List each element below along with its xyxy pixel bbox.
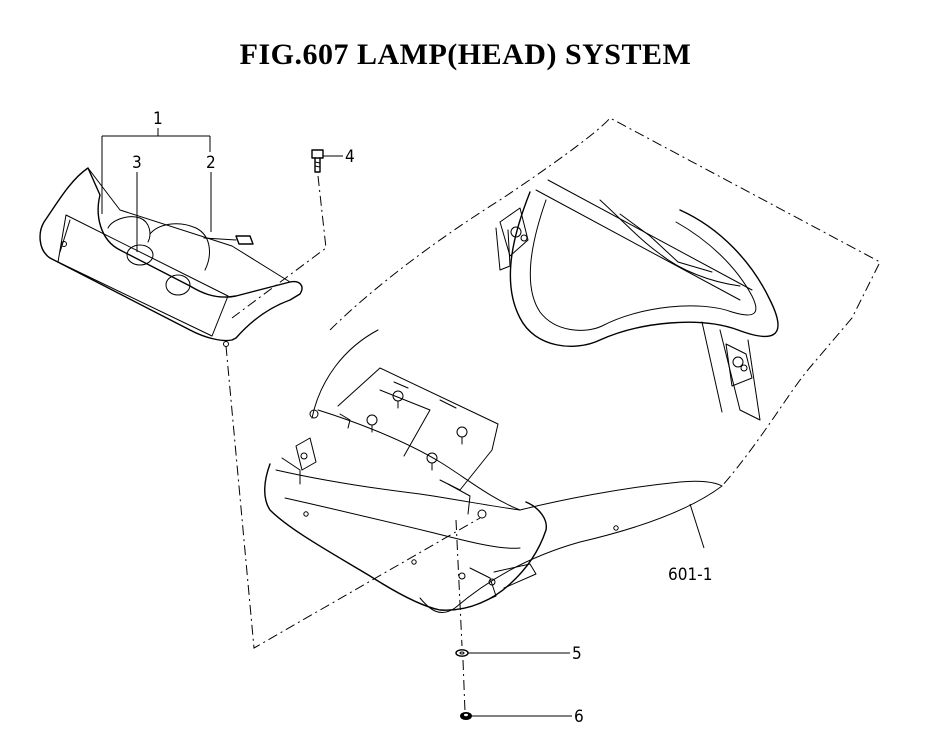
callout-3: 3 <box>132 153 142 173</box>
washer-part-5 <box>455 649 570 657</box>
callout-2: 2 <box>206 153 216 173</box>
callout-4: 4 <box>345 147 355 167</box>
headlamp-assembly <box>39 167 303 347</box>
callout-6: 6 <box>574 707 584 727</box>
callout-1: 1 <box>153 109 163 129</box>
nut-part-6 <box>460 712 572 720</box>
callout-5: 5 <box>572 644 582 664</box>
screw-part-4 <box>311 149 343 173</box>
assembly-center-lines <box>225 175 481 713</box>
callout-601-1: 601-1 <box>668 565 712 585</box>
figure-title: FIG.607 LAMP(HEAD) SYSTEM <box>239 38 692 71</box>
callout-1-leader <box>101 128 211 214</box>
body-cover-601-1 <box>264 117 881 613</box>
